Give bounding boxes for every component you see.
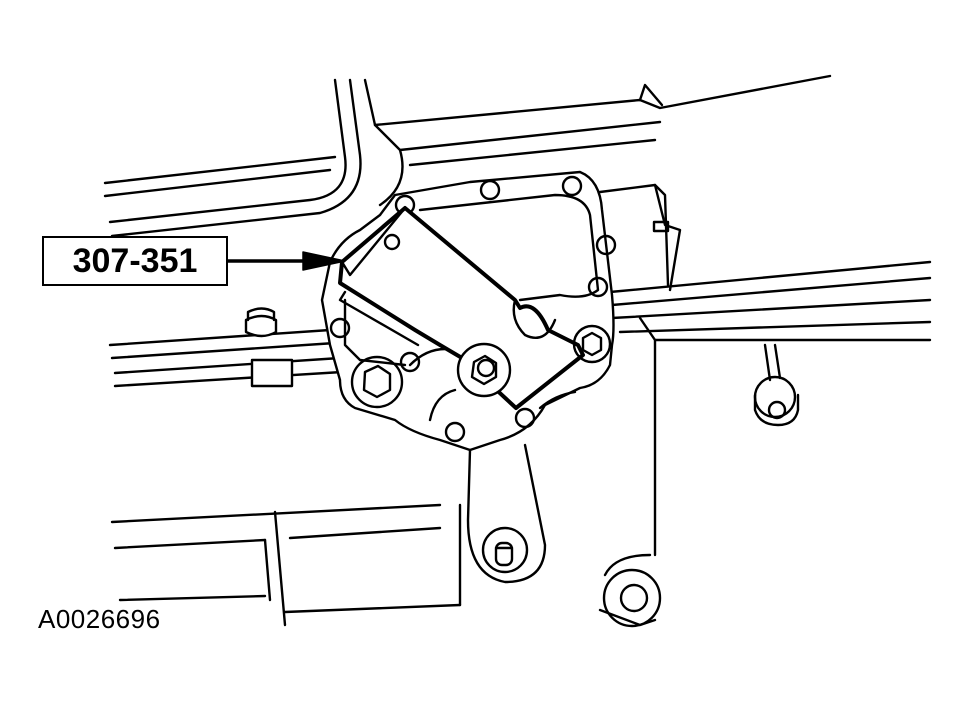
plate-bolts [329,175,617,443]
tool-number-label: 307-351 [72,241,198,280]
upper-housing [103,74,832,238]
hex-bolt-right [572,324,612,364]
hex-bolt-left [350,355,404,409]
special-tool-307-351 [338,206,585,410]
figure-id-label: A0026696 [38,604,161,634]
lower-lever-arm [466,443,547,584]
right-pivot [753,375,800,427]
tool-number-callout: 307-351 [42,236,228,286]
callout-leader-arrow [226,251,346,271]
lower-rails [108,307,344,388]
lower-casing [110,503,662,628]
right-housing [598,183,932,557]
